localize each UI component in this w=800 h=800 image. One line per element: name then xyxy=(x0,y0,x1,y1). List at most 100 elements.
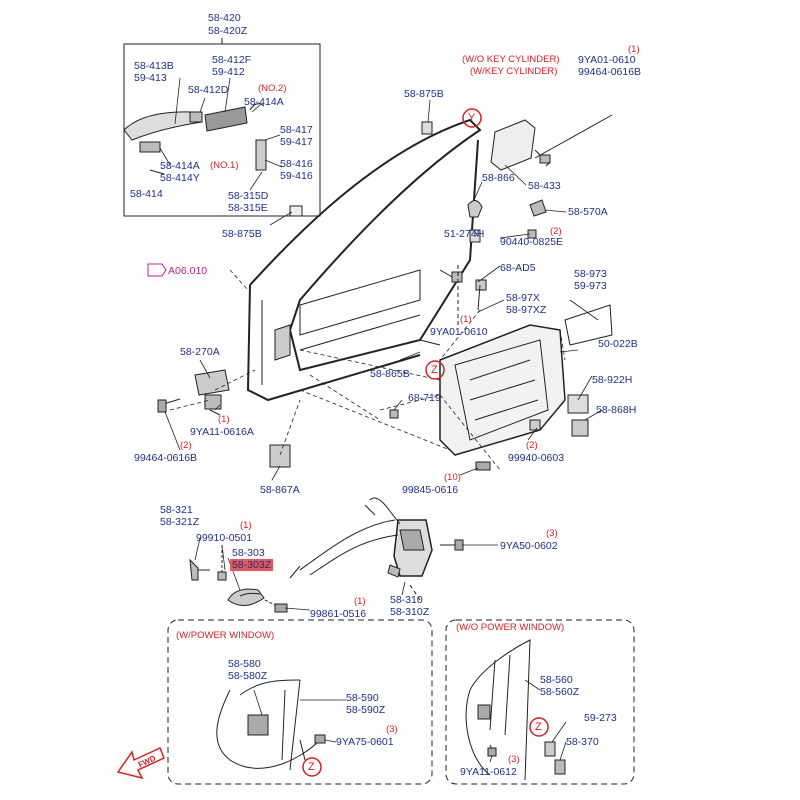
label-q1-d: (1) xyxy=(240,520,252,531)
label-q1-b: (1) xyxy=(460,314,472,325)
label-58-560Z: 58-560Z xyxy=(540,686,580,698)
label-58-867A: 58-867A xyxy=(260,484,300,496)
label-q2-c: (2) xyxy=(526,440,538,451)
label-59-413: 59-413 xyxy=(134,72,167,84)
manual-window-box xyxy=(445,619,635,785)
label-58-416: 58-416 xyxy=(280,158,313,170)
label-58-570A: 58-570A xyxy=(568,206,608,218)
label-q2-b: (2) xyxy=(180,440,192,451)
lock-bracket xyxy=(490,119,536,171)
label-99861-0516: 99861-0516 xyxy=(310,608,367,620)
label-Z-right: Z xyxy=(535,721,542,733)
power-window-box xyxy=(167,619,433,785)
label-58-321: 58-321 xyxy=(160,504,193,516)
label-q3-b: (3) xyxy=(386,724,398,735)
label-50-022B: 50-022B xyxy=(598,338,638,350)
inner-handle xyxy=(227,588,265,606)
power-regulator-cable xyxy=(216,689,321,769)
label-9YA75-0601: 9YA75-0601 xyxy=(336,736,394,748)
label-58-433: 58-433 xyxy=(528,180,561,192)
seal-part xyxy=(564,304,613,346)
label-90440-0825E: 90440-0825E xyxy=(500,236,564,248)
label-no2: (NO.2) xyxy=(258,83,287,94)
label-wo-key-cylinder: (W/O KEY CYLINDER) xyxy=(462,54,560,65)
label-99845-0616: 99845-0616 xyxy=(402,484,459,496)
label-58-310Z: 58-310Z xyxy=(390,606,430,618)
label-59-416: 59-416 xyxy=(280,170,313,182)
label-Z-mid: Z xyxy=(431,364,438,376)
label-58-866: 58-866 xyxy=(482,172,515,184)
label-q3-a: (3) xyxy=(546,528,558,539)
label-99940-0603: 99940-0603 xyxy=(508,452,565,464)
label-9YA11-0612: 9YA11-0612 xyxy=(460,766,517,778)
label-99464-0616B: 99464-0616B xyxy=(134,452,198,464)
label-q10: (10) xyxy=(444,472,461,483)
fwd-arrow-icon xyxy=(116,746,165,780)
label-58-412F: 58-412F xyxy=(212,54,252,66)
label-58-303Z: 58-303Z xyxy=(230,559,274,571)
label-58-414Y: 58-414Y xyxy=(160,172,200,184)
label-q1-top: (1) xyxy=(628,44,640,55)
label-no1: (NO.1) xyxy=(210,160,239,171)
label-Y: Y xyxy=(468,112,476,124)
label-58-420: 58-420 xyxy=(208,12,241,24)
label-9YA01-0610-top: 9YA01-0610 xyxy=(578,54,636,66)
label-58-875B-top: 58-875B xyxy=(404,88,444,100)
hinge-lower xyxy=(269,444,291,468)
label-58-868H: 58-868H xyxy=(596,404,637,416)
label-58-414: 58-414 xyxy=(130,188,163,200)
label-q1-c: (1) xyxy=(218,414,230,425)
label-58-97XZ: 58-97XZ xyxy=(506,304,547,316)
label-58-420Z: 58-420Z xyxy=(208,25,248,37)
label-58-303: 58-303 xyxy=(232,547,265,559)
label-58-580: 58-580 xyxy=(228,658,261,670)
label-58-580Z: 58-580Z xyxy=(228,670,268,682)
window-motor xyxy=(247,714,269,736)
label-99464-0616B-top: 99464-0616B xyxy=(578,66,642,78)
label-58-590: 58-590 xyxy=(346,692,379,704)
label-58-315D: 58-315D xyxy=(228,190,269,202)
label-58-560: 58-560 xyxy=(540,674,573,686)
label-58-370: 58-370 xyxy=(566,736,599,748)
reference-tag-icon xyxy=(147,263,167,277)
label-58-413B: 58-413B xyxy=(134,60,174,72)
label-58-414A: 58-414A xyxy=(160,160,200,172)
label-58-973: 58-973 xyxy=(574,268,607,280)
label-68-AD5: 68-AD5 xyxy=(500,262,536,274)
manual-regulator xyxy=(469,639,531,781)
label-68-719: 68-719 xyxy=(408,392,441,404)
label-58-865B: 58-865B xyxy=(370,368,410,380)
label-9YA50-0602: 9YA50-0602 xyxy=(500,540,558,552)
label-9YA01-0610-mid: 9YA01-0610 xyxy=(430,326,488,338)
label-59-412: 59-412 xyxy=(212,66,245,78)
lock-rods xyxy=(309,534,399,576)
label-58-315E: 58-315E xyxy=(228,202,268,214)
label-9YA11-0616A: 9YA11-0616A xyxy=(190,426,254,438)
label-58-414A-top: 58-414A xyxy=(244,96,284,108)
label-q1-e: (1) xyxy=(354,596,366,607)
label-58-412D: 58-412D xyxy=(188,84,229,96)
label-58-270A: 58-270A xyxy=(180,346,220,358)
label-58-97X: 58-97X xyxy=(506,292,540,304)
door-frame xyxy=(249,118,482,372)
label-58-321Z: 58-321Z xyxy=(160,516,200,528)
label-A06-010: A06.010 xyxy=(168,265,208,277)
label-Z-left: Z xyxy=(308,761,315,773)
label-58-310: 58-310 xyxy=(390,594,423,606)
label-58-922H: 58-922H xyxy=(592,374,633,386)
label-59-973: 59-973 xyxy=(574,280,607,292)
label-99910-0501: 99910-0501 xyxy=(196,532,253,544)
label-58-875B-left: 58-875B xyxy=(222,228,262,240)
label-q3-c: (3) xyxy=(508,754,520,765)
hinge-upper xyxy=(194,369,230,396)
label-w-key-cylinder: (W/KEY CYLINDER) xyxy=(470,66,558,77)
label-58-590Z: 58-590Z xyxy=(346,704,386,716)
label-59-417: 59-417 xyxy=(280,136,313,148)
label-59-273: 59-273 xyxy=(584,712,617,724)
label-q2-a: (2) xyxy=(550,226,562,237)
label-51-274H: 51-274H xyxy=(444,228,485,240)
handle-cover-part xyxy=(204,106,248,132)
label-58-417: 58-417 xyxy=(280,124,313,136)
